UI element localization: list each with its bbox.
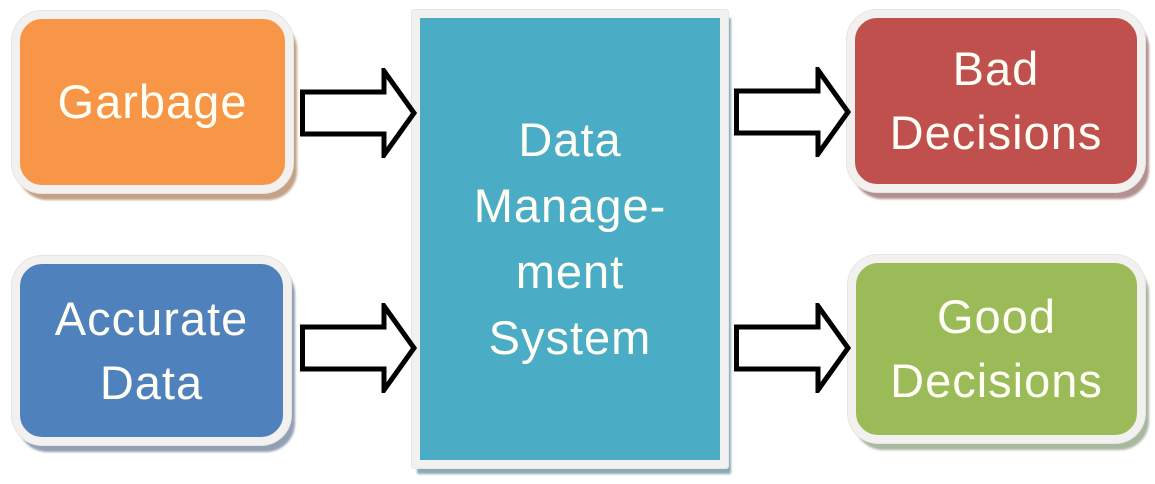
node-bad-decisions-label: Bad Decisions bbox=[890, 37, 1103, 165]
node-good-decisions-text-line2: Decisions bbox=[890, 354, 1103, 407]
node-garbage: Garbage bbox=[12, 11, 293, 193]
node-good-decisions: Good Decisions bbox=[848, 255, 1145, 443]
node-data-management-system-label: Data Manage- ment System bbox=[474, 107, 667, 371]
node-dms-text-line4: System bbox=[488, 311, 652, 364]
arrow-dms-to-good-decisions-icon bbox=[734, 303, 851, 393]
node-bad-decisions-text-line1: Bad bbox=[952, 42, 1040, 95]
node-good-decisions-text-line1: Good bbox=[937, 290, 1056, 343]
node-good-decisions-label: Good Decisions bbox=[890, 285, 1103, 413]
node-bad-decisions-text-line2: Decisions bbox=[889, 106, 1103, 159]
node-dms-text-line1: Data bbox=[518, 113, 622, 166]
arrow-accurate-data-to-dms-icon bbox=[300, 303, 417, 393]
arrow-dms-to-bad-decisions-icon bbox=[734, 67, 851, 157]
node-bad-decisions: Bad Decisions bbox=[847, 10, 1145, 192]
node-accurate-data-label: Accurate Data bbox=[55, 287, 248, 415]
node-accurate-data: Accurate Data bbox=[12, 256, 291, 445]
node-data-management-system: Data Manage- ment System bbox=[412, 10, 728, 468]
node-accurate-data-text-line1: Accurate bbox=[54, 291, 249, 345]
node-garbage-label: Garbage bbox=[58, 70, 248, 134]
node-accurate-data-text-line2: Data bbox=[99, 355, 204, 409]
node-dms-text-line3: ment bbox=[515, 245, 625, 298]
arrow-garbage-to-dms-icon bbox=[300, 68, 417, 158]
node-dms-text-line2: Manage- bbox=[473, 179, 667, 232]
node-garbage-text: Garbage bbox=[57, 75, 248, 128]
